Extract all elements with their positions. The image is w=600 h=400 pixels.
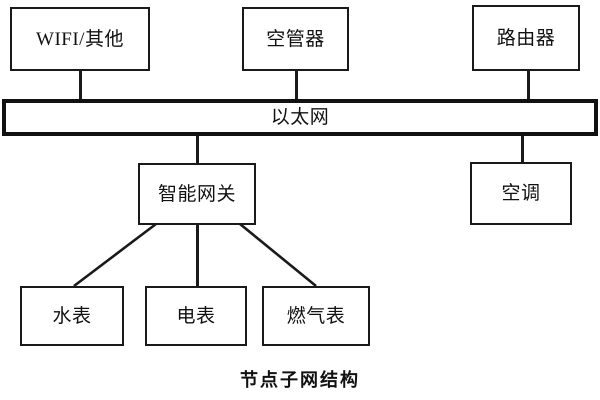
node-air-conditioner[interactable]: 空调 (470, 162, 572, 225)
diagram-caption: 节点子网结构 (240, 370, 360, 391)
link-gateway-to-electric-meter (196, 224, 199, 287)
node-wifi-other[interactable]: WIFI/其他 (10, 7, 150, 71)
node-water-meter-label: 水表 (52, 305, 92, 327)
link-ethernet-to-air-conditioner (521, 135, 524, 165)
link-gateway-to-water-meter (73, 222, 157, 288)
node-wifi-other-label: WIFI/其他 (36, 28, 124, 50)
node-gas-meter-label: 燃气表 (286, 305, 346, 327)
node-smart-gateway-label: 智能网关 (157, 183, 236, 205)
node-air-pipe-controller-label: 空管器 (266, 28, 325, 50)
node-smart-gateway[interactable]: 智能网关 (138, 163, 256, 225)
node-air-conditioner-label: 空调 (501, 183, 541, 204)
link-wifi-to-ethernet (79, 70, 82, 100)
link-air-pipe-controller-to-ethernet (295, 70, 298, 100)
node-router[interactable]: 路由器 (472, 5, 580, 71)
node-electric-meter[interactable]: 电表 (145, 286, 247, 346)
link-ethernet-to-gateway (196, 135, 199, 165)
ethernet-bus-bar[interactable]: 以太网 (2, 99, 598, 136)
node-water-meter[interactable]: 水表 (20, 286, 124, 346)
node-gas-meter[interactable]: 燃气表 (262, 286, 370, 346)
node-router-label: 路由器 (496, 27, 556, 49)
link-gateway-to-gas-meter (239, 222, 317, 288)
node-electric-meter-label: 电表 (176, 305, 216, 327)
node-air-pipe-controller[interactable]: 空管器 (242, 7, 349, 71)
ethernet-bus-label: 以太网 (270, 107, 330, 128)
link-router-to-ethernet (527, 70, 530, 100)
